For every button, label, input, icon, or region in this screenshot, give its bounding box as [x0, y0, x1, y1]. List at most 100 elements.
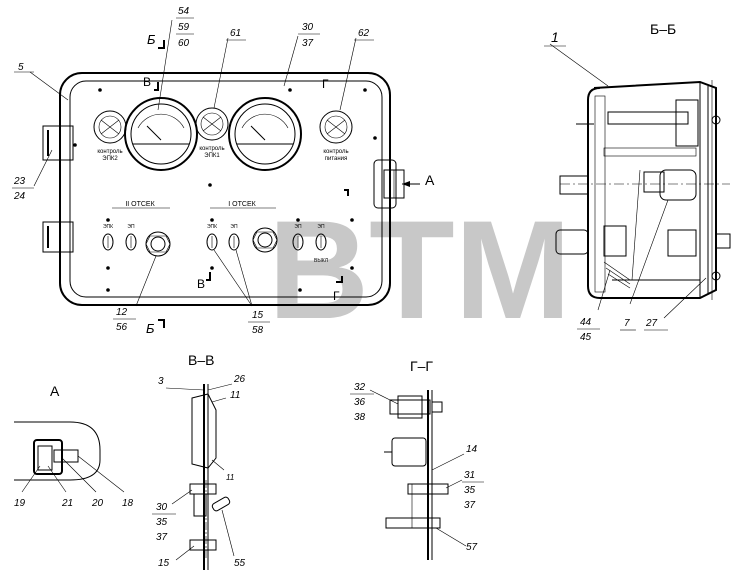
toggle-switch-5: ЭП: [292, 224, 304, 251]
callout-21: 21: [61, 498, 73, 509]
callout-27: 27: [645, 318, 658, 329]
callout-44: 44: [580, 317, 592, 328]
pressure-gauge-left: [124, 97, 198, 171]
callout-15: 15: [252, 310, 264, 321]
cut-b-top: Б: [147, 32, 156, 47]
label-ctrl-epk1: контроль: [199, 146, 224, 152]
label-compartment-2: II ОТСЕК: [125, 201, 155, 208]
callout-55: 55: [234, 558, 246, 569]
callout-61: 61: [230, 28, 241, 39]
panel-callouts: 54 59 60 61 30 37 62 5 23 24 12 56: [12, 6, 374, 336]
label-compartment-1: I ОТСЕК: [228, 201, 256, 208]
switch-1-label: ЭПК: [103, 224, 113, 230]
pressure-gauge-right: [228, 97, 302, 171]
callout-35b: 35: [464, 485, 476, 496]
toggle-switch-2: ЭП: [125, 224, 137, 251]
section-gg-title: Г–Г: [410, 358, 433, 374]
cut-b-bottom: Б: [146, 321, 155, 336]
callout-58: 58: [252, 325, 264, 336]
watermark-registered: ®: [545, 255, 557, 272]
bb-gauge-body: [607, 111, 689, 125]
watermark: BTM ®: [268, 191, 571, 348]
view-a-housing: [14, 421, 101, 481]
label-ctrl-epk1-sub: ЭПК1: [204, 153, 220, 159]
callout-12: 12: [116, 307, 128, 318]
lamp-epk2: [93, 110, 127, 144]
callout-14: 14: [466, 444, 478, 455]
switch-5-label: ЭП: [294, 224, 302, 230]
cut-g-bottom: Г: [333, 289, 340, 303]
callout-37c: 37: [464, 500, 476, 511]
callout-54: 54: [178, 6, 190, 17]
cut-v-top: В: [143, 75, 151, 89]
cut-v-bottom: В: [197, 277, 205, 291]
callout-57: 57: [466, 542, 478, 553]
callout-62: 62: [358, 28, 370, 39]
label-ctrl-power-sub: питания: [325, 156, 348, 162]
section-vv-view: В–В 3 26 11 11 30 35 37 15 55: [152, 352, 246, 570]
toggle-switch-4: ЭП: [228, 224, 240, 251]
fuse-holder-right: [252, 227, 278, 253]
callout-7: 7: [624, 318, 630, 329]
callout-5: 5: [18, 62, 24, 73]
callout-1: 1: [551, 29, 559, 45]
toggle-switch-3: ЭПК: [206, 224, 218, 251]
section-gg-view: Г–Г 32 36 38 14 31 35 37 57: [350, 358, 484, 560]
cut-g-top: Г: [322, 77, 329, 91]
callout-30b: 30: [156, 502, 168, 513]
callout-15b: 15: [158, 558, 170, 569]
front-panel-view: контроль ЭПК2 контроль ЭПК1 контроль пит…: [12, 6, 435, 336]
switch-off-label: ВЫКЛ: [314, 258, 328, 264]
callout-38: 38: [354, 412, 366, 423]
callout-23: 23: [13, 176, 26, 187]
toggle-switch-6: ЭП ВЫКЛ: [314, 224, 328, 264]
callout-60: 60: [178, 38, 190, 49]
watermark-text: BTM: [268, 191, 571, 348]
arrow-a-label: А: [425, 172, 435, 188]
bb-cable-gland: [559, 175, 589, 195]
callout-18: 18: [122, 498, 134, 509]
callout-24: 24: [13, 191, 26, 202]
callout-45: 45: [580, 332, 592, 343]
label-ctrl-epk2-sub: ЭПК2: [102, 156, 118, 162]
lamp-epk1: [195, 107, 229, 141]
callout-37: 37: [302, 38, 314, 49]
panel-inner-frame: [69, 80, 383, 298]
switch-4-label: ЭП: [230, 224, 238, 230]
callout-56: 56: [116, 322, 128, 333]
section-bb-view: Б–Б 1 44 45: [544, 21, 731, 343]
callout-11b: 11: [226, 473, 234, 482]
callout-32: 32: [354, 382, 366, 393]
callout-20: 20: [91, 498, 104, 509]
panel-screws: [73, 88, 377, 292]
toggle-switch-1: ЭПК: [102, 224, 114, 251]
lamp-power: [319, 110, 353, 144]
callout-31: 31: [464, 470, 475, 481]
callout-35: 35: [156, 517, 168, 528]
switch-3-label: ЭПК: [207, 224, 217, 230]
panel-outer-frame: [59, 72, 391, 306]
bb-housing: [587, 80, 717, 299]
switch-2-label: ЭП: [127, 224, 135, 230]
view-a: А 19 21 20 18: [14, 383, 134, 509]
fuse-holder-left: [145, 231, 171, 257]
callout-11a: 11: [230, 390, 240, 401]
callout-36: 36: [354, 397, 366, 408]
hinge-upper: [42, 125, 74, 161]
gg-relay: [391, 437, 427, 467]
callout-26: 26: [233, 374, 246, 385]
view-a-title: А: [50, 383, 60, 399]
bb-relay: [659, 169, 697, 201]
callout-3: 3: [158, 376, 164, 387]
callout-37b: 37: [156, 532, 168, 543]
callout-30: 30: [302, 22, 314, 33]
gg-lamp-holder: [389, 399, 431, 415]
callout-19: 19: [14, 498, 26, 509]
section-bb-title: Б–Б: [650, 21, 676, 37]
callout-59: 59: [178, 22, 190, 33]
hinge-lower: [42, 221, 74, 253]
section-vv-title: В–В: [188, 352, 214, 368]
label-ctrl-power: контроль: [323, 149, 348, 155]
label-ctrl-epk2: контроль: [97, 149, 122, 155]
